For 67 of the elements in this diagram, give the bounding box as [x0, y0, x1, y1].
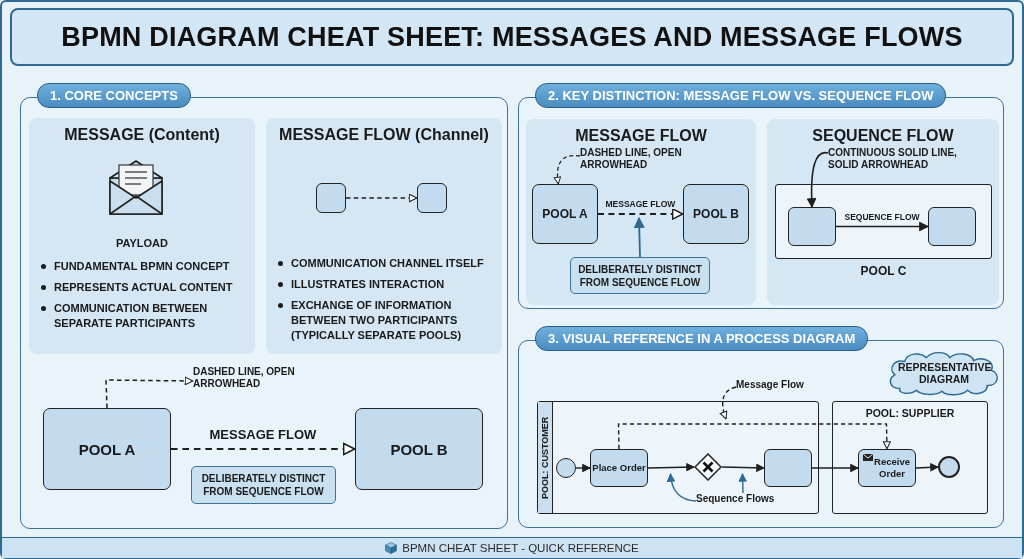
pool-label: POOL: SUPPLIER	[865, 407, 955, 419]
icon-caption: PAYLOAD	[116, 237, 168, 249]
arrow	[835, 221, 929, 232]
task-box	[788, 207, 836, 246]
panel-heading: MESSAGE (Content)	[64, 126, 220, 144]
bullet-text: FUNDAMENTAL BPMN CONCEPT	[54, 259, 230, 274]
concept-panel	[526, 119, 756, 305]
bullet-text: EXCHANGE OF INFORMATION BETWEEN TWO PARTICIPANTS (TYPICALLY SEPARATE POOLS)	[291, 298, 463, 343]
arrow	[807, 151, 829, 208]
arrow	[738, 473, 747, 494]
pool-label: POOL C	[860, 264, 907, 278]
pool-box: POOL A	[43, 408, 171, 490]
title-banner: BPMN DIAGRAM CHEAT SHEET: MESSAGES AND MESSAGE FLOWS	[10, 8, 1014, 66]
bullet-text: ILLUSTRATES INTERACTION	[291, 277, 445, 292]
callout-text: REPRESENTATIVE DIAGRAM	[898, 361, 990, 385]
section-heading: 3. VISUAL REFERENCE IN A PROCESS DIAGRAM	[535, 326, 869, 351]
panel-heading: SEQUENCE FLOW	[812, 127, 954, 145]
dashed-arrow	[553, 154, 581, 185]
arrow	[667, 473, 697, 502]
arrow	[647, 463, 695, 472]
task-box	[928, 207, 976, 246]
section-heading: 2. KEY DISTINCTION: MESSAGE FLOW VS. SEQUENCE FLOW	[535, 83, 947, 108]
section-heading: 1. CORE CONCEPTS	[37, 83, 191, 108]
bullet-text: REPRESENTS ACTUAL CONTENT	[54, 280, 233, 295]
pool-lane-label: POOL: CUSTOMER	[538, 402, 553, 513]
pool-box: POOL A	[532, 184, 598, 244]
arrow	[575, 463, 591, 473]
small-square	[417, 183, 447, 213]
annotation-text: DASHED LINE, OPEN ARROWHEAD	[193, 366, 303, 396]
concept-panel	[767, 119, 999, 305]
annotation-text: CONTINUOUS SOLID LINE, SOLID ARROWHEAD	[828, 147, 988, 177]
task-box	[858, 449, 916, 487]
task-box	[764, 449, 812, 487]
start-event-circle	[556, 458, 576, 478]
pool-frame	[832, 401, 988, 514]
edge-label: MESSAGE FLOW	[603, 199, 678, 209]
pool-box: POOL B	[683, 184, 749, 244]
dashed-arrow	[617, 423, 891, 450]
arrow	[634, 217, 645, 258]
dashed-arrow	[597, 208, 684, 220]
bullet-text: COMMUNICATION CHANNEL ITSELF	[291, 256, 484, 271]
pool-frame	[537, 401, 819, 514]
arrow	[811, 463, 859, 473]
edge-label: SEQUENCE FLOW	[842, 211, 922, 222]
pool-box: POOL B	[355, 408, 483, 490]
dashed-arrow	[105, 376, 194, 409]
arrow	[915, 463, 939, 472]
concept-panel	[266, 118, 502, 354]
panel-heading: MESSAGE FLOW (Channel)	[279, 126, 489, 144]
annotation-text: DASHED LINE, OPEN ARROWHEAD	[580, 147, 705, 177]
annotation-text: Message Flow	[736, 379, 812, 395]
arrow	[721, 463, 765, 472]
dashed-arrow	[719, 386, 737, 420]
note-box: DELIBERATELY DISTINCT FROM SEQUENCE FLOW	[570, 257, 710, 294]
task-label: Receive Order	[873, 456, 911, 480]
bullet-text: COMMUNICATION BETWEEN SEPARATE PARTICIPANTS	[54, 301, 209, 331]
dashed-arrow	[171, 442, 356, 456]
small-square	[316, 183, 346, 213]
end-event-circle	[938, 456, 960, 478]
footer-text: BPMN CHEAT SHEET - QUICK REFERENCE	[402, 542, 639, 554]
gateway-diamond	[694, 453, 722, 481]
dashed-arrow	[345, 193, 418, 203]
annotation-text: Sequence Flows	[696, 493, 784, 509]
note-box: DELIBERATELY DISTINCT FROM SEQUENCE FLOW	[191, 466, 336, 504]
task-box: Place Order	[590, 449, 648, 487]
concept-panel	[29, 118, 255, 354]
panel-heading: MESSAGE FLOW	[575, 127, 707, 145]
